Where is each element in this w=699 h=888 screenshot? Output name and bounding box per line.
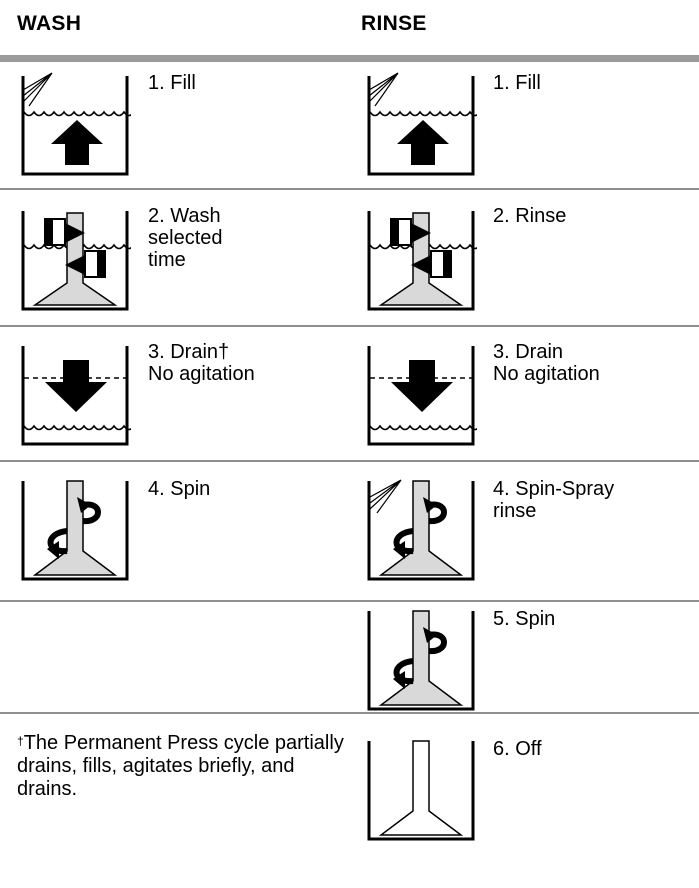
spin-icon [19,475,131,587]
rinse-column-header: RINSE [361,12,427,35]
rinse-step-2-label: 2. Rinse [493,205,567,227]
header-rule [0,55,699,62]
row-divider [0,600,699,602]
fill-icon [19,70,135,182]
wash-step-2-label: 2. Wash selected time [148,205,223,271]
dagger-mark: † [17,734,24,748]
fill-icon [365,70,481,182]
wash-step-3-label: 3. Drain† No agitation [148,341,255,385]
rinse-step-4-label: 4. Spin-Spray rinse [493,478,615,522]
footnote-text: The Permanent Press cycle partially drai… [17,732,344,800]
drain-icon [19,340,135,452]
row-divider [0,460,699,462]
rinse-step-1-label: 1. Fill [493,72,541,94]
agitate-icon [19,205,135,317]
wash-step-4-label: 4. Spin [148,478,211,500]
row-divider [0,188,699,190]
rinse-step-6-label: 6. Off [493,738,542,760]
spin-spray-icon [365,475,477,587]
row-divider [0,325,699,327]
off-icon [365,735,477,847]
rinse-step-3-label: 3. Drain No agitation [493,341,600,385]
agitate-icon [365,205,481,317]
row-divider [0,712,699,714]
rinse-step-5-label: 5. Spin [493,608,556,630]
wash-column-header: WASH [17,12,82,35]
footnote: †The Permanent Press cycle partially dra… [17,732,347,801]
wash-step-1-label: 1. Fill [148,72,196,94]
spin-icon [365,605,477,717]
drain-icon [365,340,481,452]
